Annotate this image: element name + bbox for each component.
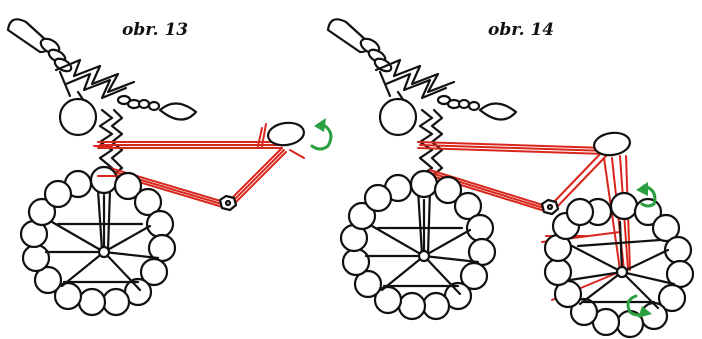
bolt-hole [224, 199, 232, 207]
spine-beads [436, 94, 481, 112]
column [96, 188, 112, 252]
figure-13: obr. 13 [0, 0, 350, 339]
tail-leaf [158, 102, 198, 121]
handle-head [267, 121, 305, 147]
tail-leaf [478, 102, 518, 121]
spine-beads [116, 94, 161, 112]
wheel [19, 165, 177, 317]
figure-caption: obr. 14 [488, 20, 555, 40]
rear-wheel-spokes [364, 198, 480, 296]
front-wheel-spokes [568, 220, 676, 310]
head-beak-piece [326, 18, 393, 73]
wheel-spokes [44, 194, 160, 292]
figure-caption: obr. 13 [122, 20, 189, 40]
bolt [218, 194, 238, 212]
front-wheel [543, 191, 695, 339]
spring-neck [374, 58, 456, 112]
spine-red-marks [93, 145, 117, 177]
column [416, 188, 432, 256]
rear-wheel [339, 169, 497, 321]
handle-head [593, 131, 631, 157]
body-ball [378, 97, 418, 137]
body-ball [58, 97, 98, 137]
head-beak-piece [6, 18, 73, 73]
rotate-arrow-icon [636, 182, 657, 208]
head-to-bolt-bar-red [229, 147, 287, 205]
top-bar-red [417, 141, 609, 155]
bolt-hole [546, 203, 554, 211]
spring-neck [54, 58, 136, 112]
bolt [540, 198, 560, 216]
top-bar-red [97, 141, 285, 149]
figure-14-drawing [326, 18, 695, 339]
rotate-arrow-icon-lower [626, 294, 652, 318]
front-wheel-hub [615, 265, 629, 279]
figure-13-drawing [6, 18, 333, 317]
head-to-bolt-bar-red [551, 151, 607, 209]
head-red-marks [257, 123, 305, 159]
figure-14: obr. 14 [320, 0, 702, 339]
rear-wheel-hub [417, 249, 431, 263]
rotate-arrow-icon [310, 118, 333, 151]
wheel-hub [97, 245, 111, 259]
